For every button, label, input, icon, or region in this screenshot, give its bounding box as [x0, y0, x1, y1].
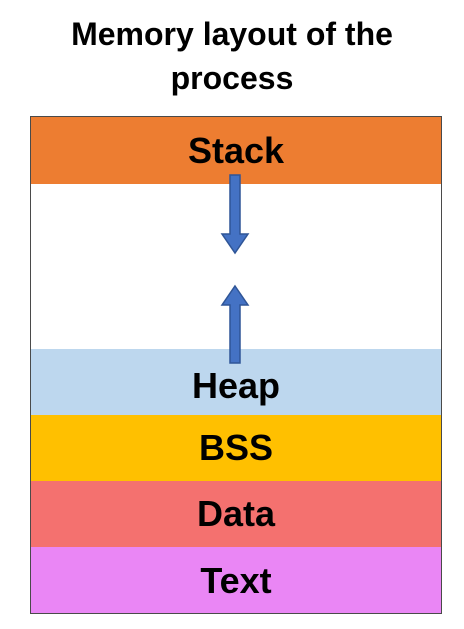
- data-segment: Data: [31, 481, 441, 547]
- heap-segment: Heap: [31, 349, 441, 415]
- memory-layout-diagram: Stack Heap BSS Data Text: [30, 116, 442, 614]
- title-line-1: Memory layout of the: [71, 16, 393, 52]
- diagram-title: Memory layout of the process: [0, 12, 464, 100]
- bss-label: BSS: [198, 427, 274, 468]
- free-space-segment: [31, 184, 441, 349]
- bss-segment: BSS: [31, 415, 441, 481]
- stack-label: Stack: [187, 129, 285, 171]
- stack-segment: Stack: [31, 117, 441, 184]
- heap-label: Heap: [191, 365, 281, 406]
- data-label: Data: [196, 493, 276, 534]
- title-line-2: process: [170, 60, 294, 96]
- text-segment: Text: [31, 547, 441, 613]
- text-label: Text: [200, 560, 272, 601]
